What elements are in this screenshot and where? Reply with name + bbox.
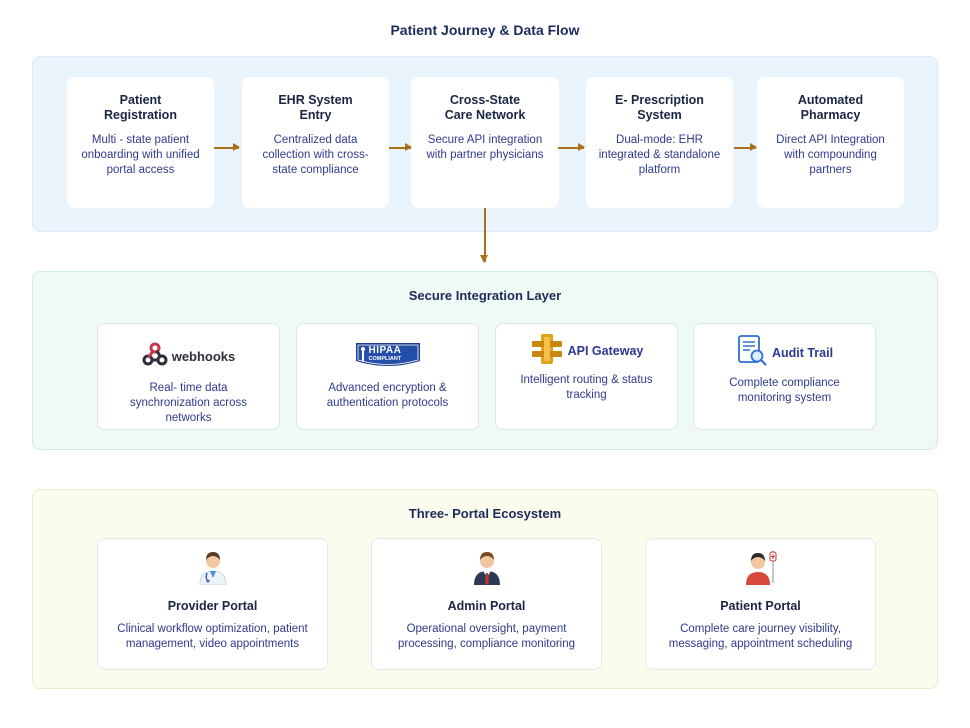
integration-description: Advanced encryption & authentication pro… <box>326 382 449 409</box>
integration-card-audit-trail[interactable]: Audit Trail Complete compliance monitori… <box>693 323 876 430</box>
step-description: Dual-mode: EHR integrated & standalone p… <box>598 134 721 176</box>
step-title: E- Prescription System <box>615 93 704 122</box>
step-title: Patient Registration <box>104 93 177 122</box>
step-card-registration[interactable]: Patient Registration Multi - state patie… <box>67 77 214 208</box>
flow-arrow-down <box>481 208 487 263</box>
hipaa-shield-icon: HIPAA COMPLIANT <box>353 341 423 371</box>
portal-description: Operational oversight, payment processin… <box>397 623 576 650</box>
step-description: Centralized data collection with cross- … <box>262 134 369 176</box>
hipaa-label: HIPAA <box>368 345 402 356</box>
api-gateway-label: API Gateway <box>567 344 644 358</box>
api-gateway-icon <box>530 332 564 371</box>
step-card-ehr[interactable]: EHR System Entry Centralized data collec… <box>242 77 389 208</box>
flow-arrow-2 <box>389 144 412 150</box>
portal-description: Clinical workflow optimization, patient … <box>117 623 308 650</box>
step-title: Cross-State Care Network <box>444 93 526 122</box>
step-description: Multi - state patient onboarding with un… <box>81 134 200 176</box>
step-card-care-network[interactable]: Cross-State Care Network Secure API inte… <box>411 77 559 208</box>
integration-card-api-gateway[interactable]: API Gateway Intelligent routing & status… <box>495 323 678 430</box>
patient-avatar-icon <box>743 547 779 585</box>
webhooks-icon <box>142 342 168 371</box>
portal-title: Admin Portal <box>447 599 526 613</box>
portal-title: Patient Portal <box>720 599 801 613</box>
audit-document-icon <box>736 334 768 373</box>
step-card-eprescription[interactable]: E- Prescription System Dual-mode: EHR in… <box>586 77 733 208</box>
portal-panel: Three- Portal Ecosystem Provider Portal … <box>32 489 938 689</box>
integration-description: Intelligent routing & status tracking <box>520 374 653 401</box>
integration-description: Complete compliance monitoring system <box>729 377 840 404</box>
integration-panel: Secure Integration Layer webhooks Real- … <box>32 271 938 450</box>
portal-heading: Three- Portal Ecosystem <box>408 506 562 521</box>
integration-heading: Secure Integration Layer <box>408 288 562 303</box>
flow-arrow-3 <box>558 144 585 150</box>
portal-card-patient[interactable]: Patient Portal Complete care journey vis… <box>645 538 876 670</box>
integration-card-webhooks[interactable]: webhooks Real- time data synchronization… <box>97 323 280 430</box>
portal-title: Provider Portal <box>167 599 258 613</box>
audit-trail-label: Audit Trail <box>771 346 834 360</box>
hipaa-sublabel: COMPLIANT <box>368 356 402 362</box>
journey-panel: Patient Registration Multi - state patie… <box>32 56 938 232</box>
doctor-avatar-icon <box>195 547 231 586</box>
webhooks-label: webhooks <box>171 348 236 364</box>
step-card-pharmacy[interactable]: Automated Pharmacy Direct API Integratio… <box>757 77 904 208</box>
portal-card-provider[interactable]: Provider Portal Clinical workflow optimi… <box>97 538 328 670</box>
flow-arrow-1 <box>214 144 240 150</box>
integration-description: Real- time data synchronization across n… <box>130 382 247 424</box>
step-description: Secure API integration with partner phys… <box>426 134 544 161</box>
step-title: EHR System Entry <box>278 93 353 122</box>
integration-card-hipaa[interactable]: HIPAA COMPLIANT Advanced encryption & au… <box>296 323 479 430</box>
portal-description: Complete care journey visibility, messag… <box>668 623 853 650</box>
step-description: Direct API Integration with compounding … <box>776 134 885 176</box>
flow-arrow-4 <box>734 144 757 150</box>
portal-card-admin[interactable]: Admin Portal Operational oversight, paym… <box>371 538 602 670</box>
page-title: Patient Journey & Data Flow <box>390 22 580 38</box>
admin-avatar-icon <box>469 547 505 585</box>
step-title: Automated Pharmacy <box>797 93 864 122</box>
